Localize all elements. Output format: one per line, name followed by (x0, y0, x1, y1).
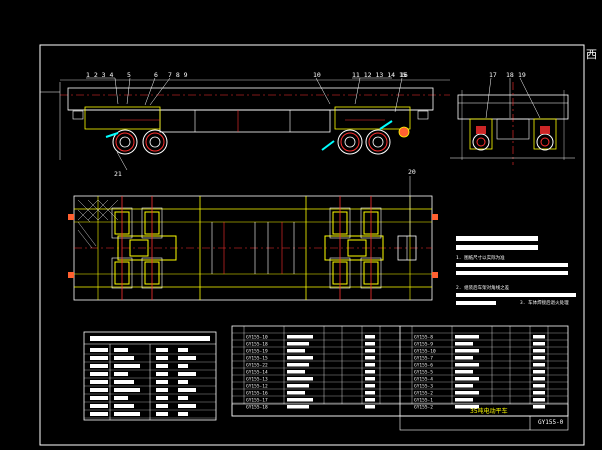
part-code-right: GY155-9 (414, 342, 433, 348)
offscreen-window-fragment: 西 (586, 48, 597, 61)
drawing-number: GY155-0 (538, 419, 564, 426)
parameter-table (83, 331, 217, 421)
part-code-right: GY155-6 (414, 363, 433, 369)
technical-notes: 1. 图纸尺寸以实际为准 2. 组装后车架对角线之差 3. 车体焊接后退火处理 (456, 236, 576, 306)
callout-11-15: 11 12 13 14 15 (352, 71, 407, 79)
part-code-left: GY155-12 (246, 384, 268, 390)
part-code-left: GY155-18 (246, 342, 268, 348)
part-code-left: GY155-15 (246, 356, 268, 362)
drawing-title: 35吨电动平车 (470, 407, 508, 415)
part-code-right: GY155-8 (414, 335, 433, 341)
plan-view (68, 176, 438, 301)
callout-6: 6 (154, 71, 158, 79)
part-code-right: GY155-5 (414, 370, 433, 376)
part-code-left: GY155-18 (246, 405, 268, 411)
callout-1-4: 1 2 3 4 (86, 71, 113, 79)
callout-21: 21 (114, 170, 122, 178)
side-view-leaders (86, 77, 403, 171)
part-code-left: GY155-10 (246, 335, 268, 341)
plan-view-callouts: 20 (408, 168, 416, 176)
part-code-right: GY155-4 (414, 377, 433, 383)
part-code-left: GY155-14 (246, 370, 268, 376)
callout-18: 18 (506, 71, 514, 79)
part-code-right: GY155-10 (414, 349, 436, 355)
part-code-left: GY155-16 (246, 391, 268, 397)
part-code-right: GY155-7 (414, 356, 433, 362)
end-elevation-view (450, 77, 575, 165)
note-3: 3. 车体焊接后退火处理 (520, 299, 569, 306)
part-code-left: GY155-19 (246, 349, 268, 355)
callout-19: 19 (518, 71, 526, 79)
callout-20: 20 (408, 168, 416, 176)
part-code-right: GY155-2 (414, 405, 433, 411)
part-code-left: GY155-17 (246, 398, 268, 404)
side-view-callouts: 1 2 3 4 5 6 7 8 9 10 11 12 13 14 15 16 2… (86, 71, 408, 178)
callout-10: 10 (313, 71, 321, 79)
note-1: 1. 图纸尺寸以实际为准 (456, 254, 505, 261)
part-code-left: GY155-13 (246, 377, 268, 383)
callout-16: 16 (400, 71, 408, 79)
drawing-border (39, 44, 585, 446)
note-2: 2. 组装后车架对角线之差 (456, 284, 510, 291)
callout-7-9: 7 8 9 (168, 71, 188, 79)
part-code-right: GY155-3 (414, 384, 433, 390)
end-view-callouts: 17 18 19 (489, 71, 526, 79)
part-code-right: GY155-1 (414, 398, 433, 404)
callout-17: 17 (489, 71, 497, 79)
callout-5: 5 (127, 71, 131, 79)
part-code-right: GY155-2 (414, 391, 433, 397)
part-code-left: GY155-22 (246, 363, 268, 369)
side-elevation-view (40, 79, 450, 160)
